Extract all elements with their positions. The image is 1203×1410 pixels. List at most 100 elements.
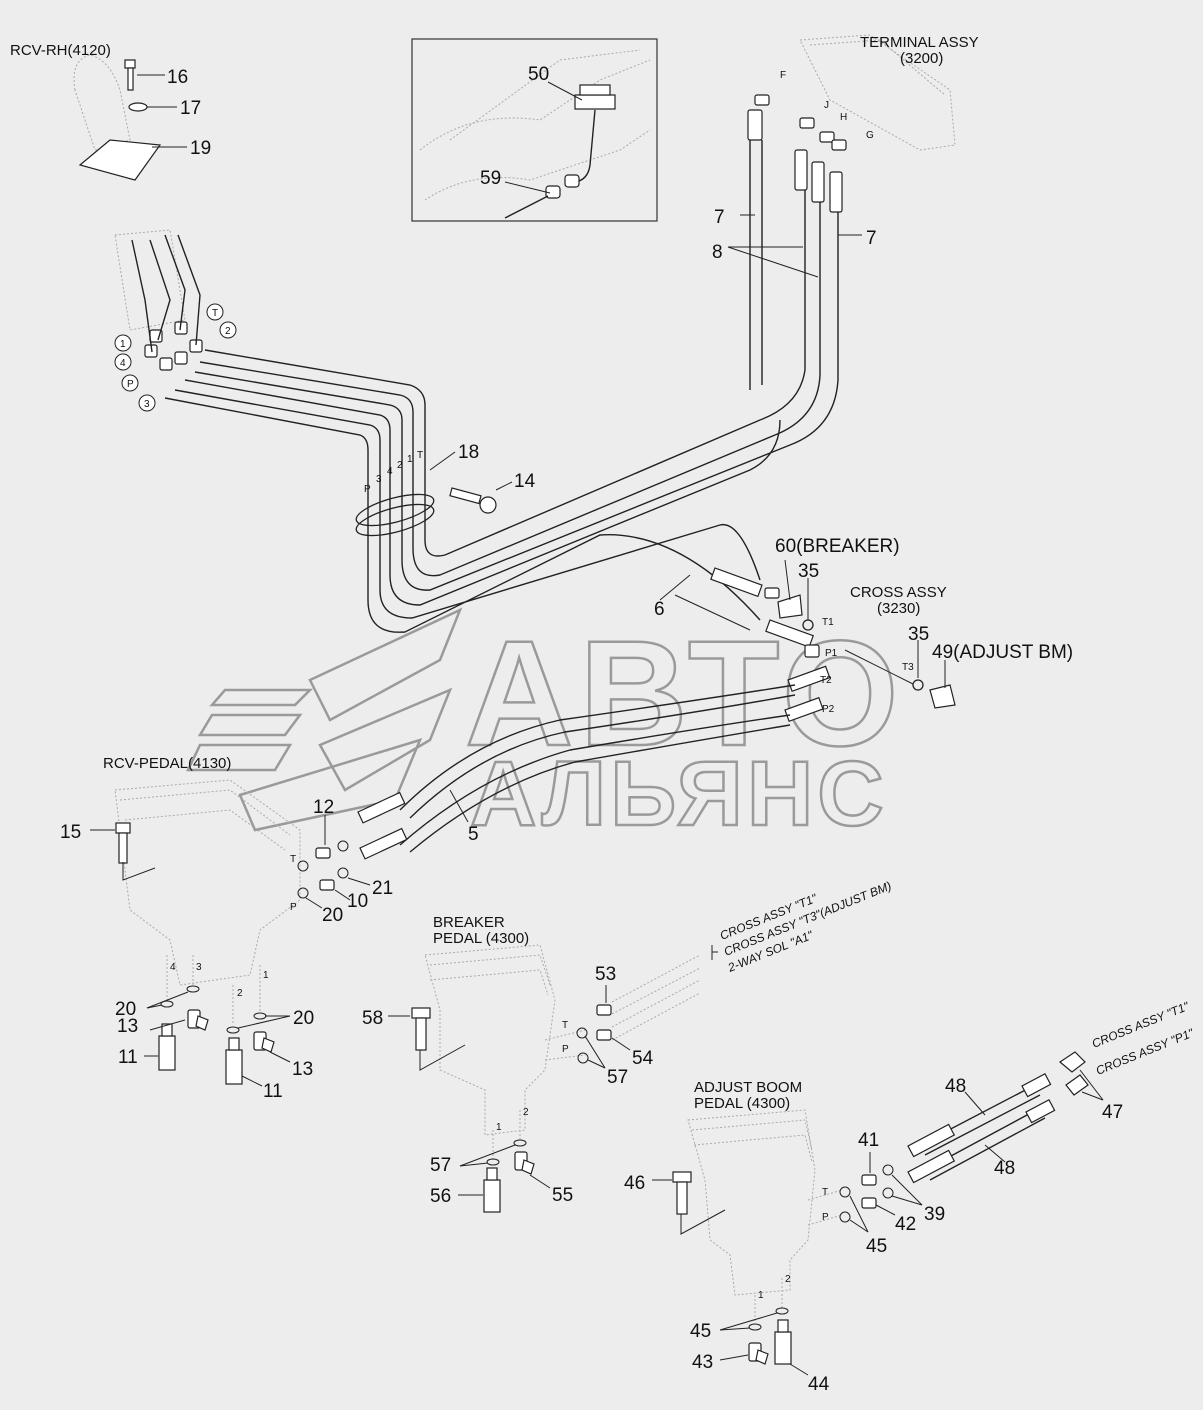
tube-clamp: P 3 4 2 1 T 18 14 [355, 442, 536, 537]
cross-port-T3: T3 [902, 662, 914, 673]
callout-48-top: 48 [945, 1076, 966, 1097]
rcv-port-fittings [144, 321, 203, 371]
cross-port-P1: P1 [825, 648, 838, 659]
callout-5: 5 [468, 824, 479, 845]
rcv-port-1: 1 [120, 339, 126, 350]
callout-20-left: 20 [115, 999, 136, 1020]
callout-17: 17 [180, 98, 201, 119]
label-cross: CROSS ASSY [850, 584, 947, 601]
pedal-port-3: 3 [196, 962, 202, 973]
label-adjust-pedal-1: ADJUST BOOM [694, 1079, 802, 1096]
terminal-port-F: F [780, 70, 786, 81]
callout-35-lower: 35 [908, 624, 929, 645]
brk-port-1: 1 [496, 1122, 502, 1133]
terminal-fittings [747, 94, 847, 213]
callout-49: 49(ADJUST BM) [932, 642, 1073, 663]
label-cross-code: (3230) [877, 600, 920, 617]
terminal-port-G: G [866, 130, 874, 141]
adj-port-2: 2 [785, 1274, 791, 1285]
adj-port-P: P [822, 1212, 829, 1223]
callout-35-upper: 35 [798, 561, 819, 582]
callout-55: 55 [552, 1185, 573, 1206]
callout-58: 58 [362, 1008, 383, 1029]
terminal-port-J: J [824, 100, 829, 111]
clamp-label-1: 1 [407, 454, 413, 465]
callout-13-right: 13 [292, 1059, 313, 1080]
rcv-port-markers: 1 4 P 3 T 2 [114, 303, 237, 412]
rcv-pedal-assembly: RCV-PEDAL(4130) 15 T P 1 2 21 10 20 4 3 2… [60, 755, 393, 1102]
callout-15: 15 [60, 822, 81, 843]
callout-54: 54 [632, 1048, 654, 1069]
watermark-line2: АЛЬЯНС [470, 743, 888, 845]
terminal-assembly: TERMINAL ASSY (3200) F J H G 7 7 8 [712, 34, 979, 278]
callout-53: 53 [595, 964, 616, 985]
breaker-routing-note: CROSS ASSY "T1" CROSS ASSY "T3"(ADJUST B… [711, 879, 893, 975]
breaker-pedal-assembly: BREAKER PEDAL (4300) 58 T P 53 54 57 CRO… [362, 879, 893, 1213]
callout-50: 50 [528, 64, 549, 85]
watermark: АВТО АЛЬЯНС [186, 607, 905, 846]
label-rcv-rh: RCV-RH(4120) [10, 42, 111, 59]
callout-44: 44 [808, 1374, 830, 1395]
callout-41: 41 [858, 1130, 879, 1151]
callout-16: 16 [167, 67, 188, 88]
rcv-rh-assembly: RCV-RH(4120) 16 17 19 1 [10, 42, 237, 412]
callout-56: 56 [430, 1186, 451, 1207]
brk-port-T: T [562, 1020, 568, 1031]
watermark-line1: АВТО [465, 609, 905, 777]
label-breaker-pedal-1: BREAKER [433, 914, 505, 931]
callout-43: 43 [692, 1352, 713, 1373]
adj-port-T: T [822, 1187, 828, 1198]
label-breaker-pedal-2: PEDAL (4300) [433, 930, 529, 947]
callout-57-left: 57 [430, 1155, 451, 1176]
adj-port-1: 1 [758, 1290, 764, 1301]
callout-7-right: 7 [866, 228, 877, 249]
callout-10: 10 [347, 891, 368, 912]
callout-13-left: 13 [117, 1016, 138, 1037]
clamp-label-3: 3 [376, 474, 382, 485]
cross-assembly: 60(BREAKER) 35 CROSS ASSY (3230) T1 P1 T… [654, 536, 1073, 723]
callout-20-top: 20 [322, 905, 343, 926]
callout-11-right: 11 [263, 1081, 283, 1102]
callout-59: 59 [480, 168, 501, 189]
callout-45-right: 45 [866, 1236, 887, 1257]
callout-18: 18 [458, 442, 479, 463]
pedal-port-P: P [290, 902, 297, 913]
pedal-port-1: 1 [263, 970, 269, 981]
clamp-label-P: P [364, 484, 371, 495]
rcv-port-2: 2 [225, 326, 231, 337]
terminal-port-H: H [840, 112, 847, 123]
callout-60: 60(BREAKER) [775, 536, 900, 557]
callout-11-left: 11 [118, 1047, 138, 1068]
label-terminal: TERMINAL ASSY [860, 34, 979, 51]
pilot-tubes [131, 140, 839, 633]
callout-47: 47 [1102, 1102, 1123, 1123]
callout-39: 39 [924, 1204, 945, 1225]
callout-20-right: 20 [293, 1008, 314, 1029]
label-rcv-pedal: RCV-PEDAL(4130) [103, 755, 231, 772]
callout-19: 19 [190, 138, 211, 159]
clamp-label-2: 2 [397, 460, 403, 471]
callout-8: 8 [712, 242, 723, 263]
brk-port-P: P [562, 1044, 569, 1055]
pedal-port-2: 2 [237, 988, 243, 999]
cross-port-T2: T2 [820, 675, 832, 686]
callout-48-bottom: 48 [994, 1158, 1015, 1179]
brk-port-2: 2 [523, 1107, 529, 1118]
callout-7-left: 7 [714, 207, 725, 228]
pedal-port-T: T [290, 854, 296, 865]
rcv-port-3: 3 [144, 399, 150, 410]
callout-45-left: 45 [690, 1321, 711, 1342]
callout-6: 6 [654, 599, 665, 620]
pedal-hoses: 5 [357, 684, 796, 860]
rcv-port-4: 4 [120, 358, 126, 369]
callout-46: 46 [624, 1173, 645, 1194]
label-adjust-pedal-2: PEDAL (4300) [694, 1095, 790, 1112]
clamp-label-4: 4 [387, 466, 393, 477]
label-terminal-code: (3200) [900, 50, 943, 67]
callout-21: 21 [372, 878, 393, 899]
rcv-port-P: P [127, 379, 134, 390]
pedal-port-4: 4 [170, 962, 176, 973]
cross-port-T1: T1 [822, 617, 834, 628]
callout-42: 42 [895, 1214, 916, 1235]
